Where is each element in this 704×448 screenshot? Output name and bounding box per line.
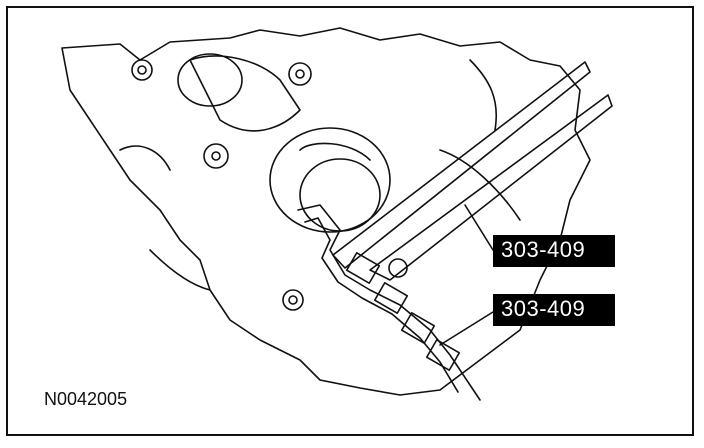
tool-bar-lower [369,94,613,281]
figure-frame [6,6,694,436]
cam-bearing-cap [269,127,391,233]
bolt-4 [282,289,304,311]
tool-callout-label: 303-409 [493,294,615,326]
figure-id-label: N0042005 [44,389,128,409]
bolt-2 [288,62,312,86]
timing-chain [297,204,481,401]
leader-2 [439,311,494,346]
leader-1 [464,204,494,251]
cam-journal-left [177,53,243,107]
bolt-3 [203,143,229,169]
camshaft-body [189,55,301,132]
tool-bar-upper [332,61,591,269]
bolt-1 [131,59,153,81]
tool-callout-label: 303-409 [493,235,615,267]
